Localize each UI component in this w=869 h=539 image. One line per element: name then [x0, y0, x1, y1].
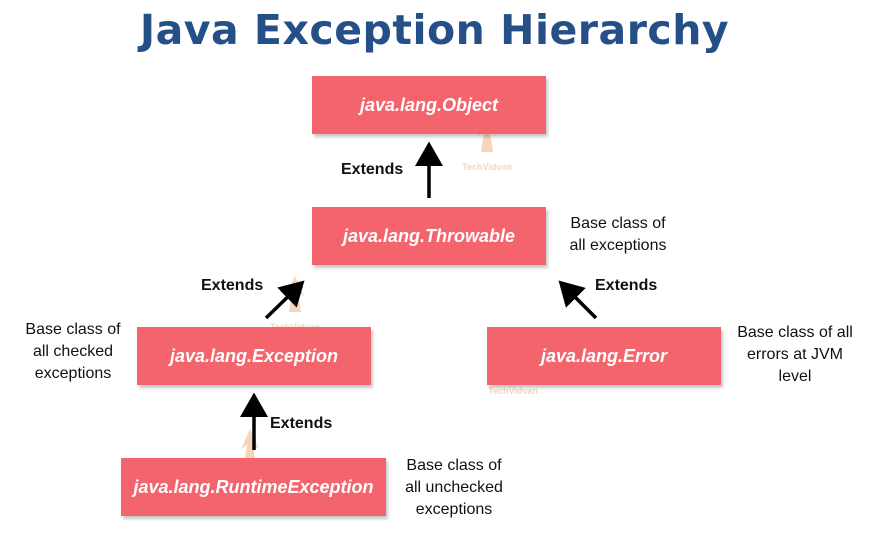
note-line: errors at JVM [746, 346, 843, 363]
edge-label-extends: Extends [595, 277, 658, 294]
diagram-title: Java Exception Hierarchy [139, 6, 730, 54]
arrow-error-to-throwable [558, 280, 598, 320]
flame-icon [478, 116, 496, 152]
watermark-logo: TechVidvan [452, 112, 522, 172]
note-line: Base class of all [737, 324, 853, 341]
note-error: Base class of all errors at JVM level [726, 322, 864, 388]
node-throwable: java.lang.Throwable [312, 207, 546, 265]
note-line: level [778, 368, 812, 385]
flame-icon [241, 429, 259, 465]
note-line: Base class of [406, 457, 502, 474]
node-runtime-exception: java.lang.RuntimeException [121, 458, 386, 516]
node-exception: java.lang.Exception [137, 327, 371, 385]
watermark-text: TechVidvan [462, 162, 512, 172]
note-throwable: Base class of all exceptions [556, 213, 680, 257]
edge-label-extends: Extends [341, 161, 404, 178]
node-error: java.lang.Error [487, 327, 721, 385]
note-line: all checked [32, 343, 114, 360]
note-exception: Base class of all checked exceptions [14, 319, 132, 385]
note-line: Base class of [570, 215, 666, 232]
note-line: exceptions [34, 365, 112, 382]
edge-label-extends: Extends [270, 415, 333, 432]
note-line: all exceptions [569, 237, 667, 254]
note-runtime: Base class of all unchecked exceptions [394, 455, 514, 521]
note-line: Base class of [25, 321, 121, 338]
arrow-exception-to-throwable [264, 280, 305, 320]
edge-label-extends: Extends [201, 277, 264, 294]
note-line: all unchecked [405, 479, 503, 496]
node-object: java.lang.Object [312, 76, 546, 134]
note-line: exceptions [415, 501, 493, 518]
watermark-text: TechVidvan [488, 386, 538, 396]
